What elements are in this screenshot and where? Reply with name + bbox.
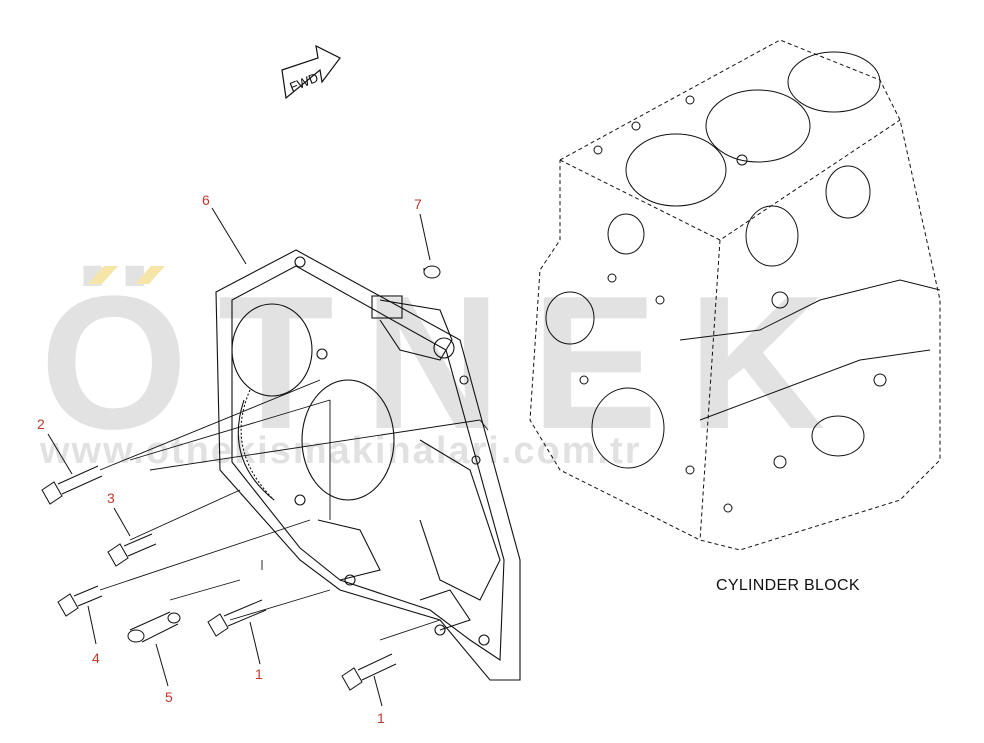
leader-lines xyxy=(47,207,431,707)
watermark-logo: ÖTNEK xyxy=(40,257,855,469)
plug-part-7 xyxy=(423,265,441,279)
callout-1b: 1 xyxy=(377,710,385,726)
callout-2: 2 xyxy=(37,416,45,432)
callout-3: 3 xyxy=(107,490,115,506)
dowel-pin-part-5 xyxy=(127,611,181,643)
callout-5: 5 xyxy=(165,689,173,705)
cylinder-block-drawing xyxy=(529,39,941,551)
gear-case-drawing xyxy=(215,249,521,681)
bolt-part-4 xyxy=(57,585,103,617)
fwd-label: FWD xyxy=(287,70,320,95)
callout-1a: 1 xyxy=(255,666,263,682)
bolt-part-2 xyxy=(41,465,103,505)
callout-4: 4 xyxy=(92,650,100,666)
bolt-part-1a xyxy=(207,599,267,637)
fwd-arrow-icon: FWD xyxy=(281,44,341,100)
watermark-accent-icon xyxy=(88,266,165,284)
bolt-part-1b xyxy=(341,653,397,691)
bolt-part-3 xyxy=(107,533,157,567)
callout-6: 6 xyxy=(202,192,210,208)
watermark-url: www.otnekismakinalari.com.tr xyxy=(40,430,642,472)
gasket-lines xyxy=(99,379,489,641)
callout-7: 7 xyxy=(414,196,422,212)
cylinder-block-label: CYLINDER BLOCK xyxy=(716,577,860,594)
